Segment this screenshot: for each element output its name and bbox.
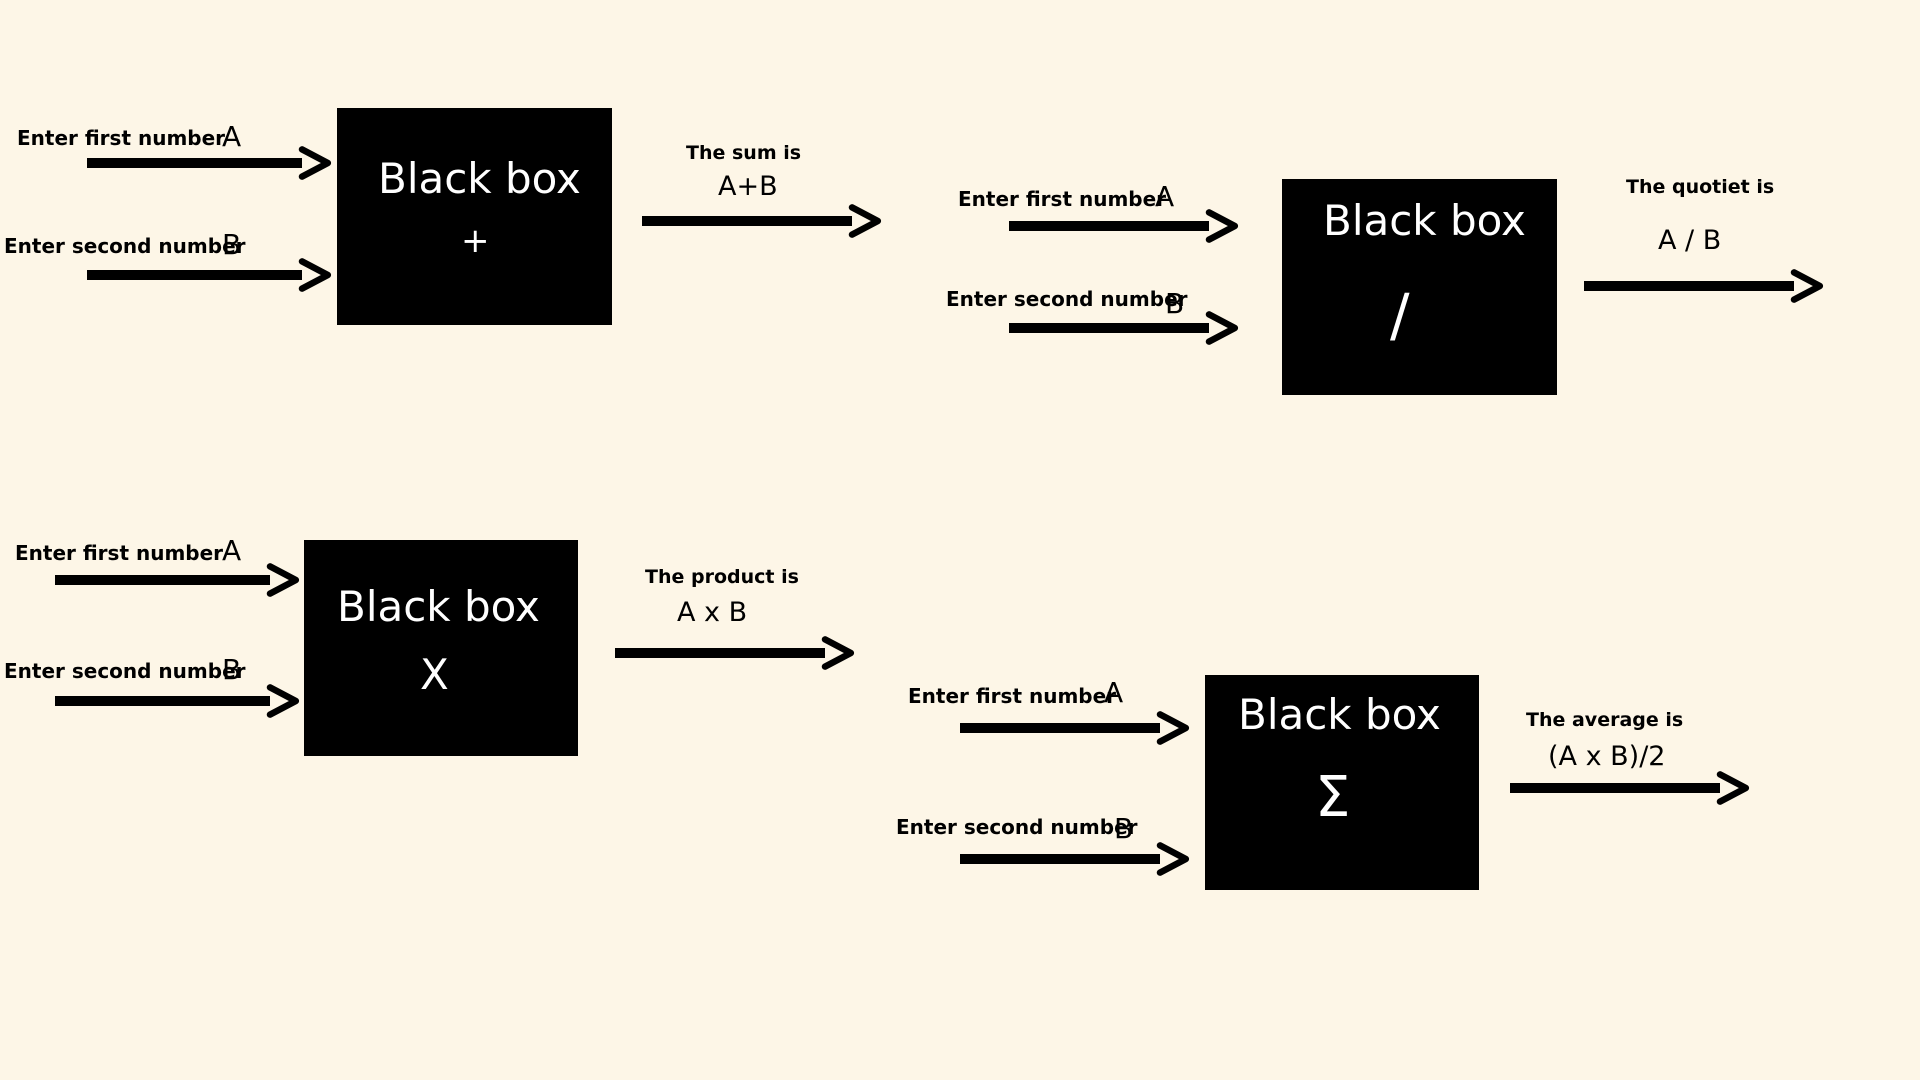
box-title: Black box <box>1323 196 1526 245</box>
input-b-label: Enter second number <box>4 234 246 258</box>
input-a-label: Enter first number <box>908 684 1117 708</box>
output-title: The quotiet is <box>1626 176 1775 198</box>
input-b-variable: B <box>222 653 242 686</box>
input-a-variable: A <box>222 120 242 153</box>
output-title: The sum is <box>686 142 802 164</box>
input-a-variable: A <box>1104 676 1124 709</box>
box-operator-symbol: / <box>1390 281 1410 349</box>
output-title: The product is <box>645 566 799 588</box>
black-box-sum: Black box + <box>337 108 612 325</box>
input-b-label: Enter second number <box>896 815 1138 839</box>
box-operator-symbol: Σ <box>1315 765 1351 830</box>
black-box-average: Black box Σ <box>1205 675 1479 890</box>
input-a-variable: A <box>1155 180 1175 213</box>
input-a-label: Enter first number <box>17 126 226 150</box>
input-b-variable: B <box>1165 287 1185 320</box>
output-expression: A+B <box>718 171 778 202</box>
input-a-label: Enter first number <box>958 187 1167 211</box>
input-a-variable: A <box>222 534 242 567</box>
input-b-variable: B <box>1114 812 1134 845</box>
black-box-product: Black box X <box>304 540 578 756</box>
input-b-label: Enter second number <box>4 659 246 683</box>
input-b-variable: B <box>222 228 242 261</box>
box-title: Black box <box>337 582 540 631</box>
input-b-label: Enter second number <box>946 287 1188 311</box>
box-operator-symbol: + <box>461 221 490 261</box>
output-title: The average is <box>1526 709 1684 731</box>
output-expression: (A x B)/2 <box>1548 741 1666 772</box>
box-title: Black box <box>378 154 581 203</box>
black-box-quotient: Black box / <box>1282 179 1557 395</box>
output-expression: A x B <box>677 597 748 628</box>
input-a-label: Enter first number <box>15 541 224 565</box>
box-operator-symbol: X <box>420 650 449 699</box>
box-title: Black box <box>1238 690 1441 739</box>
output-expression: A / B <box>1658 225 1722 256</box>
